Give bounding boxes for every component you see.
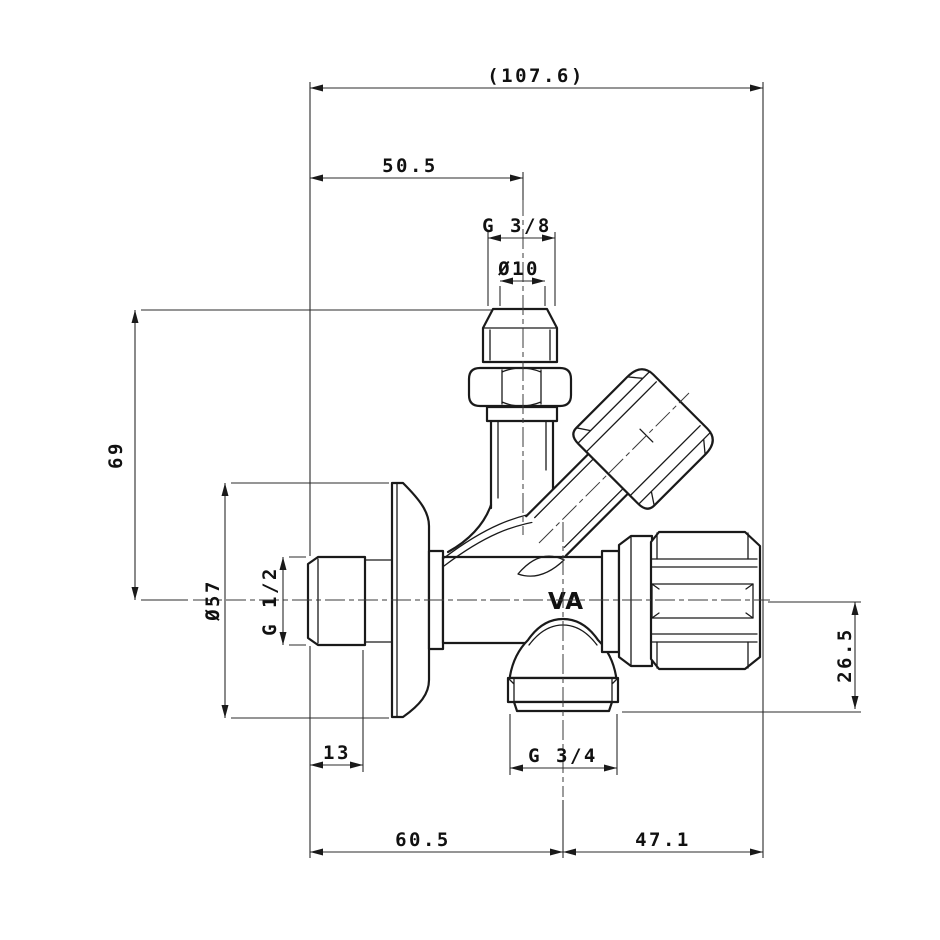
inlet-compression-nut	[481, 307, 559, 364]
knob-collar	[617, 534, 654, 668]
inlet-washer-ring	[485, 405, 559, 423]
centerlines	[193, 196, 770, 797]
inlet-hex-nut	[467, 366, 573, 408]
extension-lines	[141, 82, 861, 858]
knob-stem-ring	[600, 549, 621, 654]
dim-label-inlet-thread: G 3/8	[482, 215, 552, 237]
dim-label-flange-diameter: Ø57	[202, 579, 224, 622]
centerline-diagonal	[538, 392, 690, 544]
part-mark-label: VA	[548, 589, 584, 615]
dim-label-outlet-thread: G 3/4	[528, 745, 598, 767]
dim-label-inlet-diameter: Ø10	[497, 258, 540, 280]
dim-label-span-right: 47.1	[635, 829, 691, 851]
dim-label-inlet-height: 69	[105, 441, 127, 469]
dim-label-inlet-offset: 50.5	[382, 155, 438, 177]
wall-thread-stub	[306, 555, 393, 647]
dim-label-thread-length: 13	[323, 742, 351, 764]
dim-label-overall-width: (107.6)	[487, 65, 585, 87]
dim-label-wall-thread: G 1/2	[259, 566, 281, 636]
dim-label-outlet-drop: 26.5	[834, 627, 856, 683]
dimension-arrows	[131, 84, 859, 856]
inlet-fitting	[446, 307, 573, 554]
dimension-labels: (107.6) 50.5 G 3/8 Ø10 69 Ø57 G 1/2 13 G…	[105, 65, 856, 851]
dimension-lines	[134, 87, 856, 853]
dim-label-span-left: 60.5	[395, 829, 451, 851]
